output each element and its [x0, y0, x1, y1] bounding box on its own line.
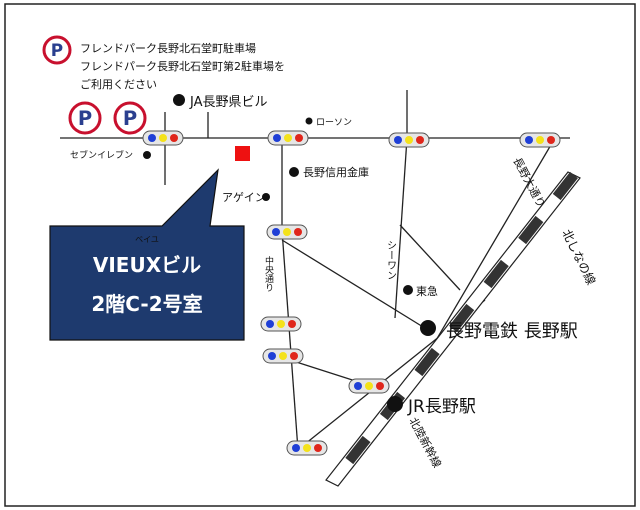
label-shinkin: 長野信用金庫 — [303, 165, 369, 179]
svg-text:P: P — [78, 107, 92, 130]
rail-segment — [518, 215, 544, 245]
parking-notice-line2: フレンドパーク長野北石堂町第2駐車場を — [80, 59, 285, 73]
traffic-signal — [519, 132, 561, 148]
callout-ruby: ベイユ — [135, 235, 159, 244]
shiwon-road — [394, 137, 408, 319]
label-lawson: ローソン — [316, 118, 352, 128]
label-chuo-dori: 中央通り — [263, 255, 274, 292]
label-agein: アゲイン — [222, 191, 266, 204]
tokyu-dot — [403, 285, 413, 295]
parking-icon: P — [113, 101, 147, 135]
jr-nagano-dot — [387, 396, 403, 412]
traffic-signal — [260, 316, 302, 332]
building-callout: ベイユ VIEUXビル 2階C-2号室 — [49, 168, 245, 341]
label-nagano-dentetsu: 長野電鉄 長野駅 — [446, 321, 578, 342]
svg-text:P: P — [51, 40, 63, 60]
traffic-signal — [266, 224, 308, 240]
traffic-signal — [388, 132, 430, 148]
label-shiwon: シーワン — [385, 240, 396, 280]
traffic-signal — [348, 378, 390, 394]
callout-room-number: 2階C-2号室 — [91, 292, 202, 316]
shinkin-dot — [289, 167, 299, 177]
agein-dot — [262, 193, 270, 201]
chuo-dori-road-south — [281, 229, 299, 451]
label-ja-building: JA長野県ビル — [189, 95, 268, 110]
rail-segment — [552, 171, 578, 201]
lawson-dot — [305, 117, 313, 125]
label-seven-eleven: セブンイレブン — [70, 149, 133, 161]
parking-icon: P — [68, 101, 102, 135]
diagonal-road — [281, 239, 429, 331]
parking-notice-line1: フレンドパーク長野北石堂町駐車場 — [80, 41, 256, 55]
traffic-signal — [262, 348, 304, 364]
svg-text:P: P — [123, 107, 137, 130]
traffic-signal — [286, 440, 328, 456]
callout-box — [49, 168, 245, 341]
rail-segment — [345, 435, 371, 465]
road-east-link — [399, 224, 461, 291]
landmark-dots — [143, 94, 436, 412]
seven-eleven-dot — [143, 151, 151, 159]
building-marker — [235, 146, 250, 161]
traffic-signal — [267, 130, 309, 146]
callout-building-name: VIEUXビル — [93, 253, 201, 277]
parking-notice-line3: ご利用ください — [80, 77, 157, 91]
parking-icon: P — [42, 35, 72, 65]
rail-segment — [414, 347, 440, 377]
label-tokyu: 東急 — [416, 284, 438, 298]
rail-segment — [483, 259, 509, 289]
ja-building-dot — [173, 94, 185, 106]
nagano-dentetsu-dot — [420, 320, 436, 336]
traffic-signal — [142, 130, 184, 146]
label-jr-nagano: JR長野駅 — [407, 397, 476, 417]
rail-segment — [449, 303, 475, 333]
